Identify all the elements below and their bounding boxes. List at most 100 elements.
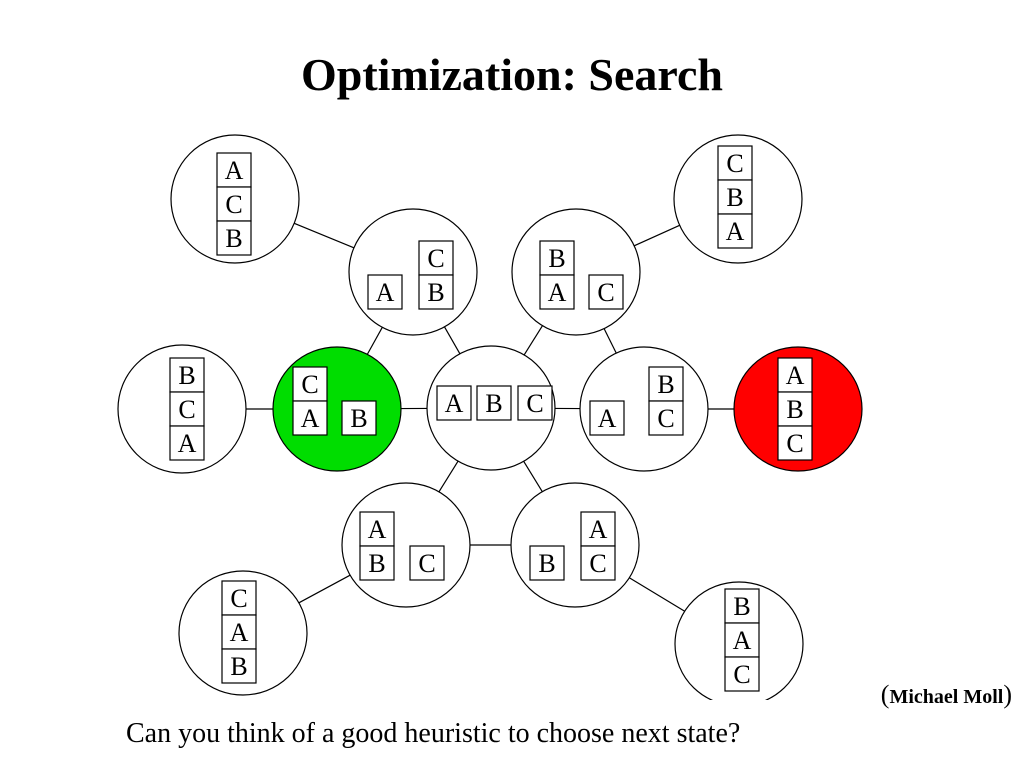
block-label: B	[225, 224, 242, 253]
state-node-s-bca: BCA	[117, 344, 247, 474]
block-box	[539, 274, 575, 310]
block-box	[724, 656, 760, 692]
block-box	[777, 357, 813, 393]
block-box	[436, 385, 472, 421]
block-box	[418, 240, 454, 276]
block-label: B	[786, 395, 803, 424]
block-box	[341, 400, 377, 436]
block-label: A	[376, 278, 395, 307]
block-box	[777, 425, 813, 461]
block-label: A	[368, 515, 387, 544]
edge-s-ba-c-s-a-b-c	[523, 325, 543, 356]
block-label: C	[526, 389, 543, 418]
block-label: A	[178, 429, 197, 458]
block-box	[409, 545, 445, 581]
state-node-s-ab-c: AB C	[341, 482, 471, 608]
edge-s-acb-s-a-cb	[293, 222, 355, 249]
state-node-s-cab: CAB	[178, 570, 308, 696]
block-box	[724, 622, 760, 658]
block-label: C	[589, 549, 606, 578]
block-label: B	[485, 389, 502, 418]
state-node-s-a-cb: ACB	[348, 208, 478, 336]
block-label: B	[657, 370, 674, 399]
block-box	[292, 400, 328, 436]
edge-s-a-cb-s-ca-b	[366, 327, 383, 355]
block-label: C	[726, 149, 743, 178]
block-box	[539, 240, 575, 276]
block-box	[221, 580, 257, 616]
question-text: Can you think of a good heuristic to cho…	[126, 718, 741, 749]
block-label: A	[786, 361, 805, 390]
state-circle	[511, 208, 641, 336]
state-node-s-acb: ACB	[170, 134, 300, 264]
block-box	[517, 385, 553, 421]
block-box	[717, 179, 753, 215]
block-label: C	[786, 429, 803, 458]
block-box	[717, 145, 753, 181]
edge-s-cba-s-ba-c	[633, 224, 680, 247]
block-label: B	[368, 549, 385, 578]
block-label: A	[733, 626, 752, 655]
block-label: B	[178, 361, 195, 390]
credit-name: Michael Moll	[889, 686, 1004, 708]
block-label: C	[418, 549, 435, 578]
block-box	[648, 400, 684, 436]
edge-s-a-b-c-s-ab-c	[438, 460, 459, 493]
block-box	[359, 511, 395, 547]
edges-layer	[246, 222, 734, 612]
block-label: B	[350, 404, 367, 433]
state-node-s-a-bc: A BC	[579, 346, 709, 472]
block-box	[216, 220, 252, 256]
block-label: B	[726, 183, 743, 212]
block-label: C	[230, 584, 247, 613]
edge-s-a-b-c-s-b-ac	[523, 460, 543, 493]
state-node-s-ba-c: BA C	[511, 208, 641, 336]
block-label: B	[538, 549, 555, 578]
block-box	[717, 213, 753, 249]
credit-open-paren: (	[880, 680, 890, 709]
block-label: C	[733, 660, 750, 689]
block-box	[169, 357, 205, 393]
edge-s-ba-c-s-a-bc	[603, 328, 617, 354]
edge-s-a-cb-s-a-b-c	[443, 326, 461, 355]
block-box	[418, 274, 454, 310]
block-box	[476, 385, 512, 421]
block-box	[588, 274, 624, 310]
block-label: B	[733, 592, 750, 621]
block-box	[580, 545, 616, 581]
block-label: A	[230, 618, 249, 647]
block-label: B	[427, 278, 444, 307]
block-box	[529, 545, 565, 581]
start-state-circle	[272, 346, 402, 472]
block-label: A	[598, 404, 617, 433]
block-label: C	[178, 395, 195, 424]
block-box	[216, 152, 252, 188]
block-label: B	[548, 244, 565, 273]
state-node-s-bac: BAC	[674, 581, 804, 700]
edge-s-ab-c-s-cab	[298, 574, 351, 604]
block-label: C	[597, 278, 614, 307]
block-label: B	[230, 652, 247, 681]
block-box	[589, 400, 625, 436]
block-label: C	[657, 404, 674, 433]
block-label: A	[548, 278, 567, 307]
block-box	[221, 648, 257, 684]
credit-close-paren: )	[1003, 680, 1012, 709]
slide-title: Optimization: Search	[300, 49, 724, 100]
credit: (Michael Moll)	[881, 680, 1012, 710]
state-circle	[510, 482, 640, 608]
block-box	[221, 614, 257, 650]
state-node-s-cba: CBA	[673, 134, 803, 264]
state-node-s-b-ac: B AC	[510, 482, 640, 608]
block-box	[169, 425, 205, 461]
block-label: A	[589, 515, 608, 544]
state-node-s-abc: ABC	[733, 346, 863, 472]
block-box	[367, 274, 403, 310]
edge-s-b-ac-s-bac	[629, 577, 685, 612]
block-label: A	[445, 389, 464, 418]
state-circle	[348, 208, 478, 336]
